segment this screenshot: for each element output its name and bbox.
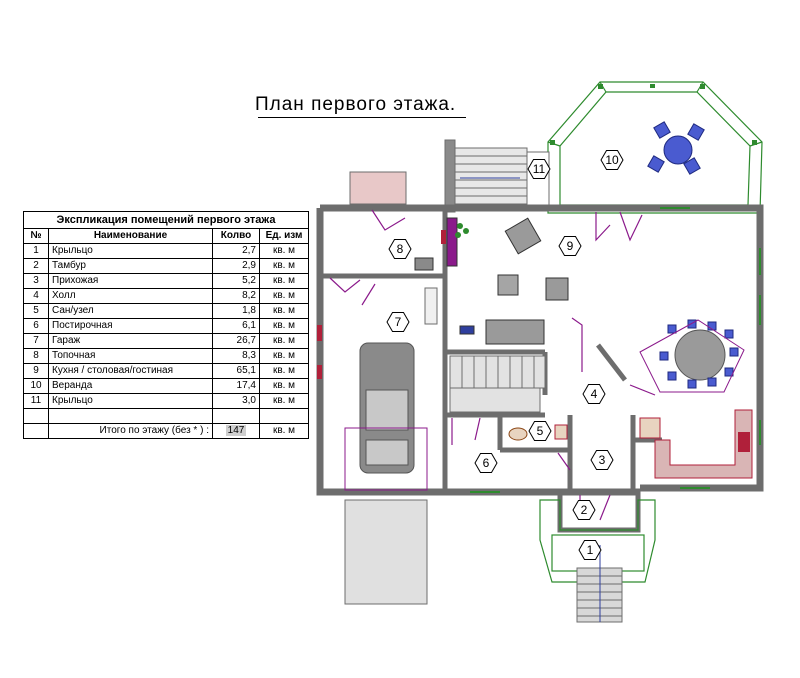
table-empty-row [23,408,309,424]
room-marker [582,384,606,404]
room-marker [528,421,552,441]
closet-fixture [639,417,661,439]
table-caption: Экспликация помещений первого этажа [23,211,309,229]
room-number: 1 [587,543,594,557]
kitchen-counter [654,409,753,479]
room-marker [388,239,412,259]
veranda-table-set [647,121,705,175]
room-marker [572,500,596,520]
windows [470,207,761,493]
room-number: 2 [581,503,588,517]
table-total-row: Итого по этажу (без * ) : 147 кв. м [23,423,309,439]
room-schedule-table: Экспликация помещений первого этажа № На… [23,211,309,439]
veranda-posts [550,84,757,145]
room-marker [590,450,614,470]
room-number: 7 [395,315,402,329]
vestibule-walls [557,489,641,533]
total-unit: кв. м [259,423,309,439]
room-marker [527,159,551,179]
total-value: 147 [225,425,247,436]
veranda-outline [547,81,763,214]
garage-shelf [424,287,438,325]
room-marker [558,236,582,256]
living-furniture [414,217,569,345]
front-stairs [576,545,623,623]
room-number: 4 [591,387,598,401]
row-unit: кв. м [259,258,309,274]
bathroom-fixtures [508,424,568,441]
garage-car [359,342,415,474]
plant-icon [455,223,469,238]
dining-zone-outline [639,319,745,393]
room-number: 9 [567,239,574,253]
room-number: 11 [533,162,546,176]
room-number: 3 [599,453,606,467]
room-number: 6 [483,456,490,470]
garage-gate-swing [344,427,428,491]
dining-table-set [659,319,739,389]
wall-markers [317,230,446,379]
plan-title: План первого этажа. [255,94,457,115]
room-number-labels: 1 2 3 4 5 6 7 8 9 10 11 [386,150,624,560]
room-number: 5 [537,424,544,438]
stove-icon [738,432,750,452]
room-marker [386,312,410,332]
room-marker [600,150,624,170]
room-number: 10 [605,153,619,167]
boiler-annex [349,171,407,205]
table-caption-row: Экспликация помещений первого этажа [23,211,309,229]
title-underline [258,117,466,118]
room-number: 8 [397,242,404,256]
room-marker [578,540,602,560]
room-marker [474,453,498,473]
internal-staircase [449,355,546,413]
driveway [344,499,428,605]
